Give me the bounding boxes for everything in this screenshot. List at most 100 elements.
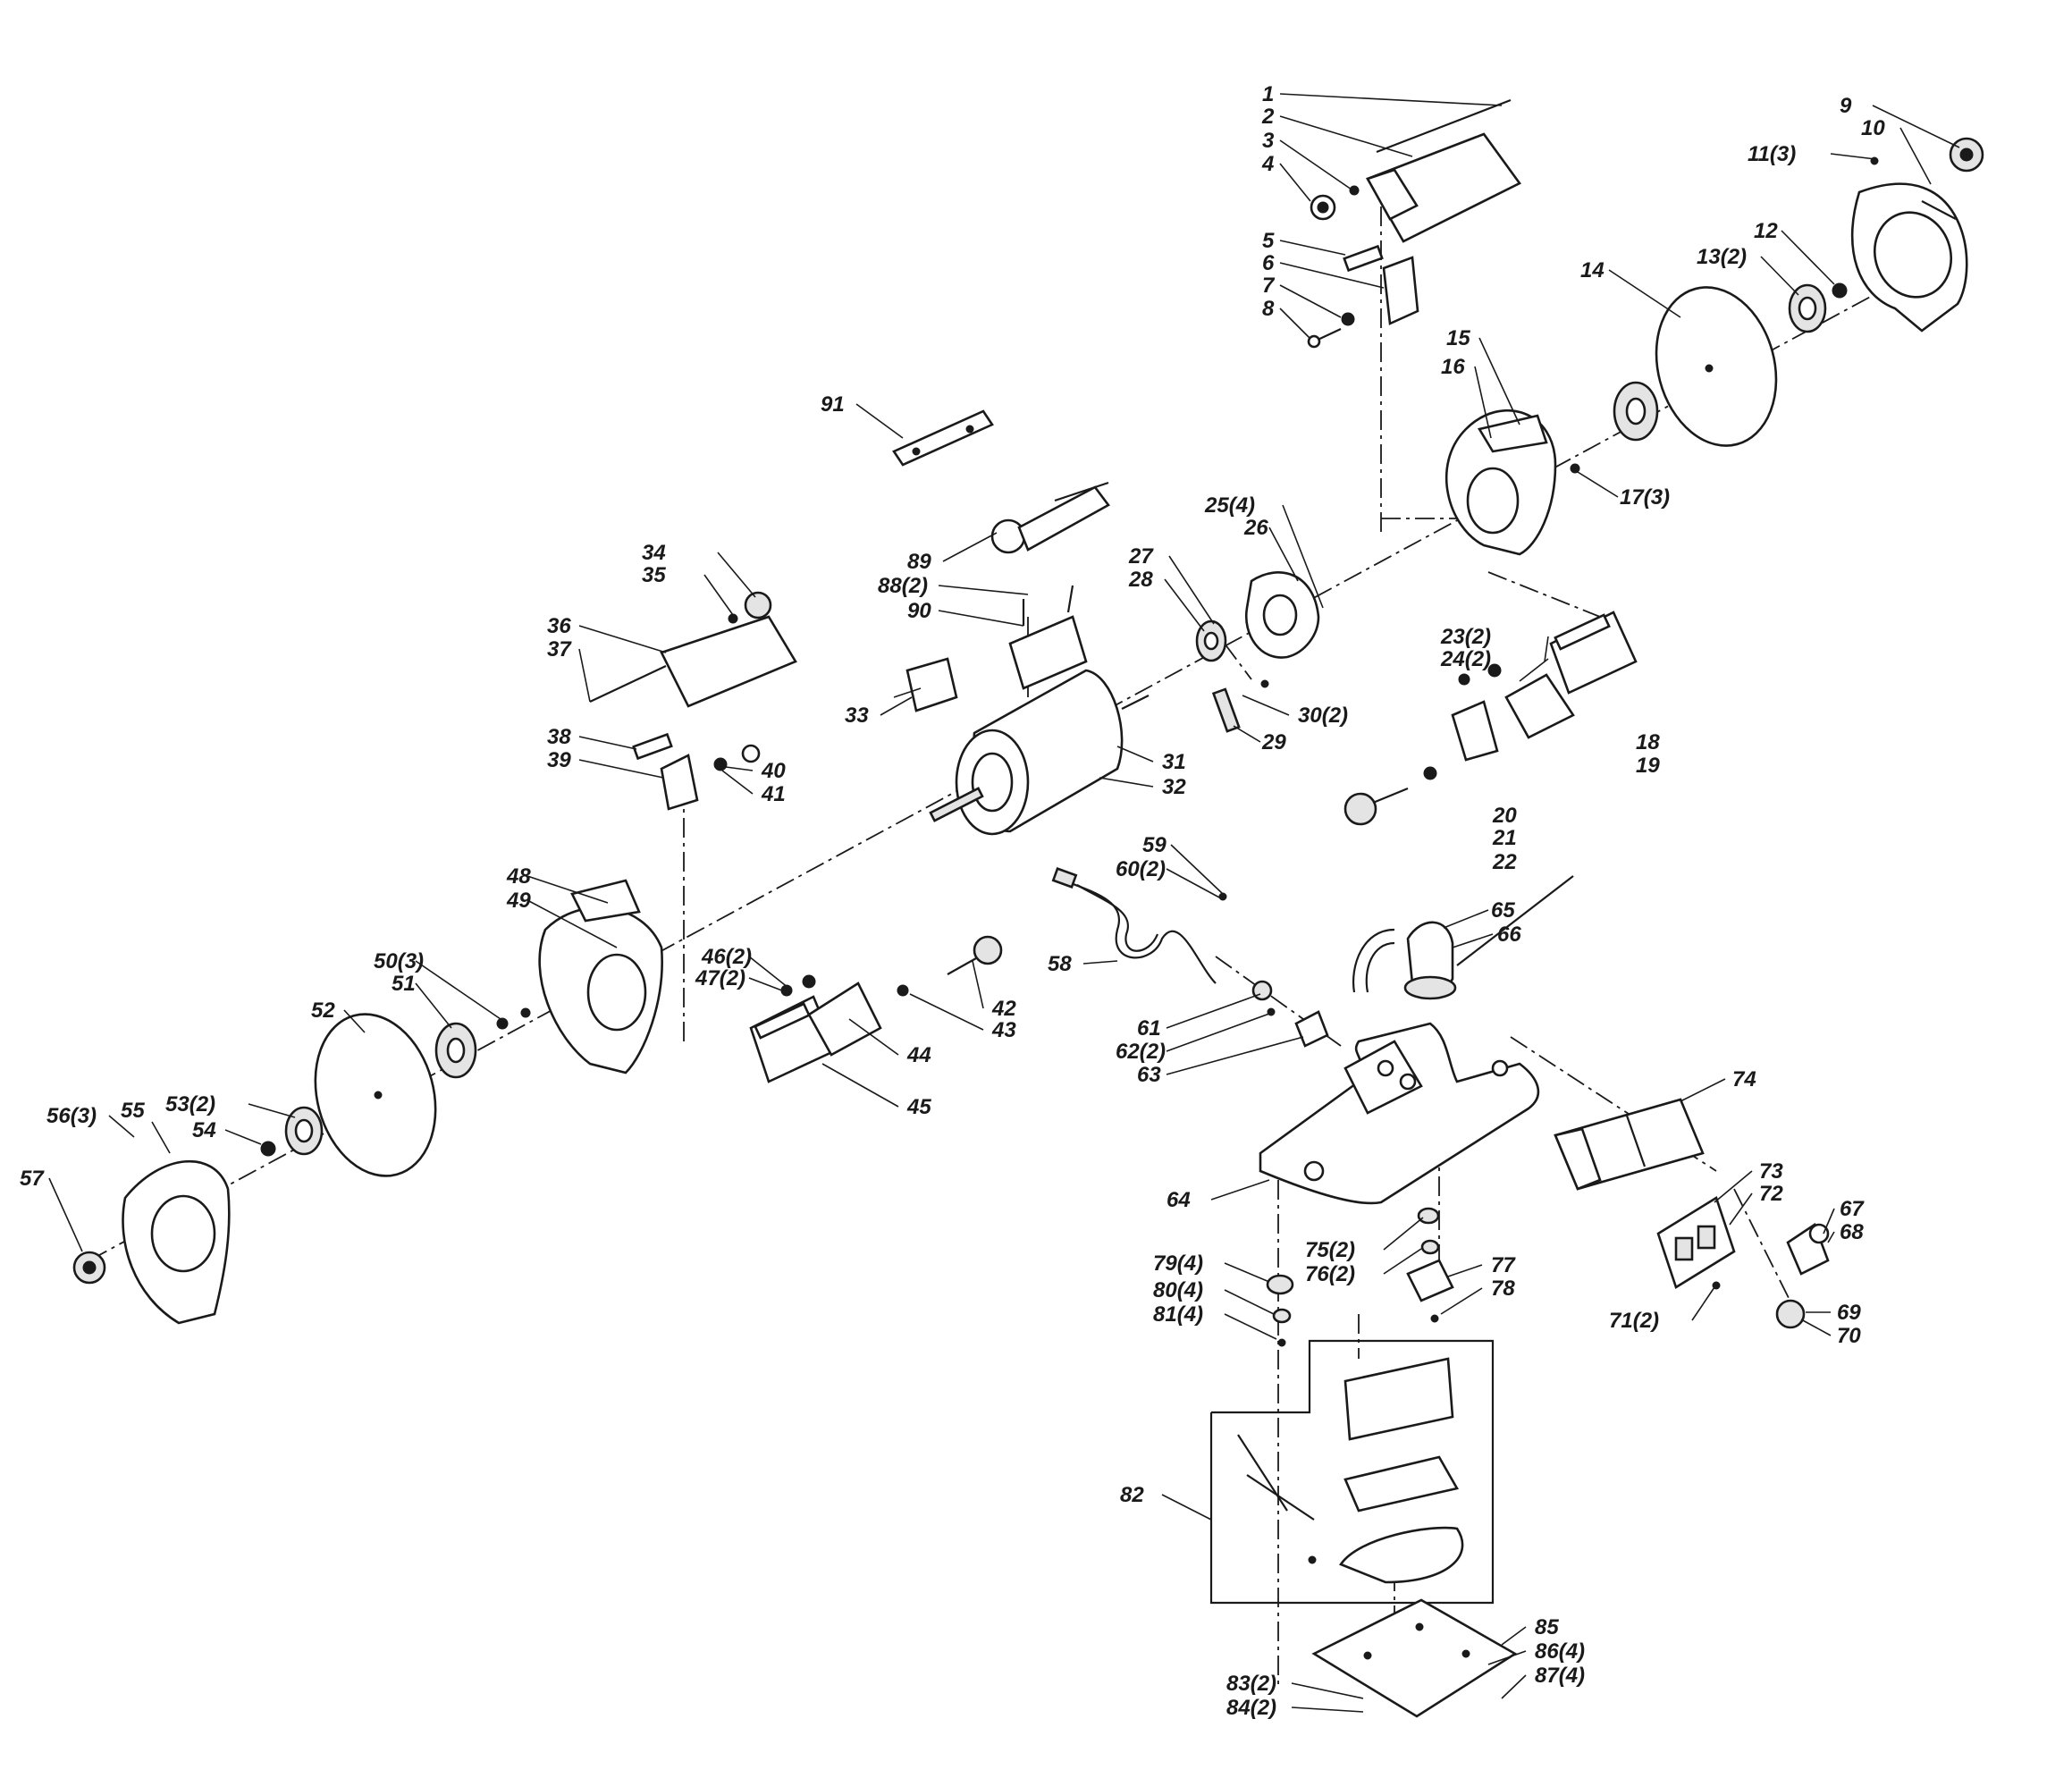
callout-29: 29	[1261, 730, 1286, 754]
callout-58: 58	[1048, 952, 1072, 976]
callout-51: 51	[392, 972, 416, 996]
callout-20: 20	[1492, 804, 1517, 828]
left-eye-shield-assembly	[589, 591, 797, 811]
callout-3: 3	[1262, 129, 1275, 153]
capacitor-kit-box	[1209, 1339, 1495, 1605]
left-wheel-guard-assembly	[72, 879, 1003, 1325]
base-plate	[1311, 1598, 1518, 1718]
callout-6: 6	[1262, 251, 1275, 275]
right-wheel-guard-assembly	[1445, 137, 1984, 556]
callout-44: 44	[906, 1043, 931, 1067]
callout-56: 56(3)	[46, 1104, 97, 1128]
callout-61: 61	[1137, 1016, 1161, 1041]
motor-assembly	[893, 571, 1320, 836]
callout-8: 8	[1262, 297, 1275, 321]
callout-91: 91	[821, 392, 845, 417]
callout-1: 1	[1262, 82, 1274, 106]
callout-33: 33	[845, 704, 869, 728]
callout-88: 88(2)	[878, 574, 928, 598]
callout-59: 59	[1142, 833, 1167, 857]
callout-64: 64	[1167, 1188, 1191, 1212]
callout-54: 54	[192, 1118, 216, 1142]
callout-18: 18	[1636, 730, 1660, 754]
callout-42: 42	[991, 997, 1016, 1021]
callout-2: 2	[1261, 105, 1275, 129]
callout-62: 62(2)	[1116, 1040, 1166, 1064]
callout-80: 80(4)	[1153, 1278, 1203, 1302]
callout-17: 17(3)	[1620, 485, 1670, 510]
callout-78: 78	[1491, 1277, 1515, 1301]
callout-53: 53(2)	[165, 1092, 215, 1117]
switch-assembly	[892, 409, 1110, 690]
callout-84: 84(2)	[1226, 1696, 1276, 1720]
callout-24: 24(2)	[1440, 647, 1491, 671]
callout-35: 35	[642, 563, 666, 587]
callout-48: 48	[506, 864, 531, 889]
callout-67: 67	[1840, 1197, 1865, 1221]
leader-lines	[48, 93, 1960, 1713]
callout-16: 16	[1441, 355, 1465, 379]
callout-76: 76(2)	[1305, 1262, 1355, 1286]
callout-71: 71(2)	[1609, 1309, 1659, 1333]
callout-63: 63	[1137, 1063, 1161, 1087]
callout-45: 45	[906, 1095, 931, 1119]
callout-9: 9	[1840, 94, 1852, 118]
callout-47: 47(2)	[695, 966, 745, 990]
callout-38: 38	[547, 725, 571, 749]
callout-15: 15	[1446, 326, 1470, 350]
callout-50: 50(3)	[374, 949, 424, 973]
cord-lamp-assembly	[1051, 866, 1574, 1048]
callout-49: 49	[506, 889, 531, 913]
callout-90: 90	[907, 599, 931, 623]
callout-55: 55	[121, 1099, 145, 1123]
right-tool-rest-assembly	[1343, 611, 1638, 826]
callout-26: 26	[1243, 516, 1268, 540]
callout-31: 31	[1162, 750, 1186, 774]
callout-4: 4	[1261, 152, 1274, 176]
callout-79: 79(4)	[1153, 1251, 1203, 1276]
callout-57: 57	[20, 1167, 45, 1191]
callout-77: 77	[1491, 1253, 1516, 1277]
callout-46: 46(2)	[701, 945, 752, 969]
callout-70: 70	[1837, 1324, 1861, 1348]
callout-73: 73	[1759, 1159, 1783, 1184]
callout-65: 65	[1491, 898, 1515, 923]
callout-43: 43	[991, 1018, 1016, 1042]
callout-68: 68	[1840, 1220, 1864, 1244]
callout-81: 81(4)	[1153, 1302, 1203, 1327]
base-assembly	[1259, 1022, 1705, 1205]
callout-83: 83(2)	[1226, 1672, 1276, 1696]
callout-19: 19	[1636, 754, 1660, 778]
callout-85: 85	[1535, 1615, 1559, 1639]
callout-86: 86(4)	[1535, 1639, 1585, 1664]
callout-21: 21	[1492, 826, 1517, 850]
callout-75: 75(2)	[1305, 1238, 1355, 1262]
callout-39: 39	[547, 748, 571, 772]
callout-82: 82	[1120, 1483, 1144, 1507]
callout-34: 34	[642, 541, 666, 565]
callout-87: 87(4)	[1535, 1664, 1585, 1688]
callout-labels: 1 2 3 4 5 6 7 8 9 10 11(3) 12 13(2) 14 1…	[20, 82, 1885, 1720]
callout-32: 32	[1162, 775, 1186, 799]
callout-23: 23(2)	[1440, 625, 1491, 649]
assembly-axes	[88, 188, 1941, 1690]
callout-28: 28	[1128, 568, 1153, 592]
callout-41: 41	[761, 782, 786, 806]
callout-25: 25(4)	[1204, 493, 1255, 518]
callout-36: 36	[547, 614, 571, 638]
callout-72: 72	[1759, 1182, 1783, 1206]
callout-5: 5	[1262, 229, 1275, 253]
callout-69: 69	[1837, 1301, 1861, 1325]
callout-66: 66	[1497, 923, 1521, 947]
callout-60: 60(2)	[1116, 857, 1166, 881]
right-eye-shield-assembly	[1307, 98, 1521, 349]
callout-11: 11(3)	[1748, 142, 1796, 166]
callout-37: 37	[547, 637, 572, 661]
callout-30: 30(2)	[1298, 704, 1348, 728]
callout-74: 74	[1732, 1067, 1756, 1091]
callout-22: 22	[1492, 850, 1517, 874]
callout-7: 7	[1262, 274, 1276, 298]
callout-52: 52	[311, 999, 335, 1023]
